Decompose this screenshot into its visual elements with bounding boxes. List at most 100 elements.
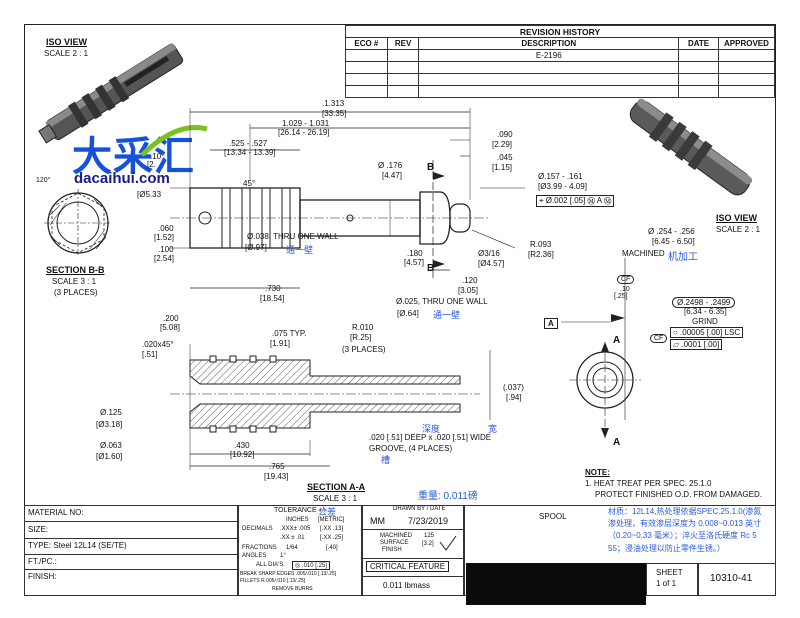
size-label: SIZE: bbox=[28, 525, 49, 534]
dim-120: .120 bbox=[462, 276, 478, 285]
sheet-label: SHEET bbox=[656, 568, 683, 577]
dim-angle-45: 45° bbox=[243, 179, 256, 188]
hole-038-cn: 通一壁 bbox=[286, 245, 314, 255]
groove-cn-depth: 深度 bbox=[422, 424, 441, 434]
groove-cn-width: 宽 bbox=[488, 424, 498, 434]
surface-finish-check-icon bbox=[439, 535, 457, 551]
tolerance-block bbox=[238, 505, 362, 596]
dim-765-mm: [19.43] bbox=[264, 472, 289, 481]
section-bb-angle: 120° bbox=[36, 177, 51, 184]
dim-r010-mm: [R.25] bbox=[350, 333, 372, 342]
dim-25-right: [.25] bbox=[614, 293, 628, 300]
dim-525: .525 - .527 bbox=[229, 139, 268, 148]
machined-label-cn: 机加工 bbox=[668, 252, 698, 263]
section-bb-note: (3 PLACES) bbox=[54, 288, 98, 297]
tolerance-cn: 公差 bbox=[318, 507, 337, 517]
drawn-by-block bbox=[362, 505, 464, 596]
dim-dia-2498-mm: [6.34 - 6.35] bbox=[684, 307, 727, 316]
tol-frac-mm: [.40] bbox=[326, 545, 338, 551]
tol-xx-mm: [.XX .25] bbox=[320, 535, 344, 541]
iso-part-left-illustration bbox=[38, 42, 184, 144]
surface-value-mm: [3.2] bbox=[422, 541, 434, 547]
tol-angles-val: 1° bbox=[280, 553, 286, 559]
cn-material-note-4: 55；浸油处理以防止零件生锈。） bbox=[608, 544, 725, 553]
dim-525-mm: [13.34 - 13.39] bbox=[224, 148, 276, 157]
weight-cn: 重量: 0.011磅 bbox=[418, 491, 478, 502]
cn-material-note-1: 材质：12L14,热处理依据SPEC.25.1.0(渗氮 bbox=[608, 507, 762, 516]
logo-main: 大采汇 bbox=[72, 135, 195, 179]
revision-title: REVISION HISTORY bbox=[345, 25, 775, 38]
machined-label: MACHINED bbox=[622, 249, 665, 258]
logo-sub: dacaihui.com bbox=[74, 170, 170, 187]
dim-100-mm: [2.54] bbox=[154, 254, 175, 263]
dim-dia-063-mm: [Ø1.60] bbox=[96, 452, 123, 461]
groove-note: .020 [.51] DEEP x .020 [.51] WIDE bbox=[369, 433, 492, 442]
feature-control-frame-position: ⌖ Ø.002 [.05] Ⓜ A Ⓜ bbox=[536, 195, 615, 207]
section-marker-b-top: B bbox=[427, 162, 435, 173]
drawing-number-box bbox=[698, 563, 776, 596]
hole-025-cn: 通一壁 bbox=[433, 310, 461, 320]
cn-material-note-2: 渗处理，有效渗层深度为 0.008~0.013 英寸 bbox=[608, 519, 762, 528]
dim-100: .100 bbox=[158, 245, 174, 254]
groove-cn: 槽 bbox=[381, 455, 391, 465]
dim-1029-mm: [26.14 - 26.19] bbox=[278, 128, 330, 137]
hole-038-note: Ø.038, THRU ONE WALL bbox=[247, 232, 339, 241]
dim-037-mm: [.94] bbox=[506, 393, 522, 402]
groove-note-2: GROOVE, (4 PLACES) bbox=[369, 444, 453, 453]
section-marker-a-top: A bbox=[613, 335, 621, 346]
chamfer-mm: [.51] bbox=[142, 350, 158, 359]
dim-090-mm: [2.29] bbox=[492, 140, 513, 149]
dim-180: .180 bbox=[407, 249, 423, 258]
dim-765: .765 bbox=[269, 462, 285, 471]
dim-overall-mm: [33.35] bbox=[322, 109, 347, 118]
tol-burrs: REMOVE BURRS bbox=[272, 586, 313, 592]
tol-metric: [METRIC] bbox=[318, 517, 345, 523]
dim-dia-125: Ø.125 bbox=[100, 408, 122, 417]
revision-history-table: REVISION HISTORY ECO # REV DESCRIPTION D… bbox=[345, 25, 776, 98]
iso-view-left-title: ISO VIEW bbox=[46, 37, 88, 47]
dim-dia-176: Ø .176 bbox=[378, 161, 403, 170]
right-end-view bbox=[561, 258, 641, 440]
dim-730: .730 bbox=[265, 284, 281, 293]
dim-060: .060 bbox=[158, 224, 174, 233]
mass-value: 0.011 lbmass bbox=[383, 581, 430, 590]
dim-316-mm: [Ø4.57] bbox=[478, 259, 505, 268]
redacted-block bbox=[466, 563, 646, 605]
tol-frac: 1/64 bbox=[286, 545, 298, 551]
dim-075-mm: [1.91] bbox=[270, 339, 291, 348]
tol-fractions: FRACTIONS bbox=[242, 545, 277, 551]
part-name: SPOOL bbox=[539, 512, 567, 521]
dim-10b: [2. bbox=[147, 160, 156, 169]
iso-part-right-illustration bbox=[629, 98, 753, 196]
dim-120-mm: [3.05] bbox=[458, 286, 479, 295]
dim-dia-157-mm: [Ø3.99 - 4.09] bbox=[538, 182, 587, 191]
rev-header-rev: REV bbox=[386, 37, 420, 50]
notes-line-1: 1. HEAT TREAT PER SPEC. 25.1.0 bbox=[585, 479, 712, 488]
surface-label-2: SURFACE bbox=[380, 540, 409, 546]
title-block-left bbox=[24, 505, 238, 596]
tol-fillets: FILLETS R.005/.010 [.13/.25] bbox=[240, 578, 306, 584]
rev-row-description: E-2196 bbox=[418, 49, 680, 62]
dim-dia-254: Ø .254 - .256 bbox=[648, 227, 695, 236]
hole-025-note: Ø.025, THRU ONE WALL bbox=[396, 297, 488, 306]
dim-dia-157: Ø.157 - .161 bbox=[538, 172, 583, 181]
section-marker-a-bottom: A bbox=[613, 437, 621, 448]
tol-break: BREAK SHARP EDGES .005/.010 [.13/.25] bbox=[240, 571, 337, 577]
material-type: TYPE: Steel 12L14 (SE/TE) bbox=[28, 541, 127, 550]
dim-430: .430 bbox=[234, 441, 250, 450]
material-label: MATERIAL NO: bbox=[28, 508, 84, 517]
sheet-value: 1 of 1 bbox=[656, 579, 677, 588]
dim-r093-mm: [R2.36] bbox=[528, 250, 554, 259]
drawn-by-label: DRAWN BY / DATE bbox=[393, 506, 446, 512]
hole-025-mm: [Ø.64] bbox=[397, 309, 419, 318]
section-marker-b-bottom: B bbox=[427, 263, 435, 274]
sheet-box bbox=[646, 563, 698, 596]
chamfer-note: .020x45° bbox=[142, 340, 174, 349]
section-aa-view bbox=[170, 344, 491, 470]
datum-a-label: A bbox=[544, 318, 558, 329]
grind-label: GRIND bbox=[692, 317, 718, 326]
dim-r010-note: (3 PLACES) bbox=[342, 345, 386, 354]
tol-xx: .XX ± .01 bbox=[280, 535, 305, 541]
section-bb-scale: SCALE 3 : 1 bbox=[52, 277, 97, 286]
rev-header-date: DATE bbox=[678, 37, 719, 50]
